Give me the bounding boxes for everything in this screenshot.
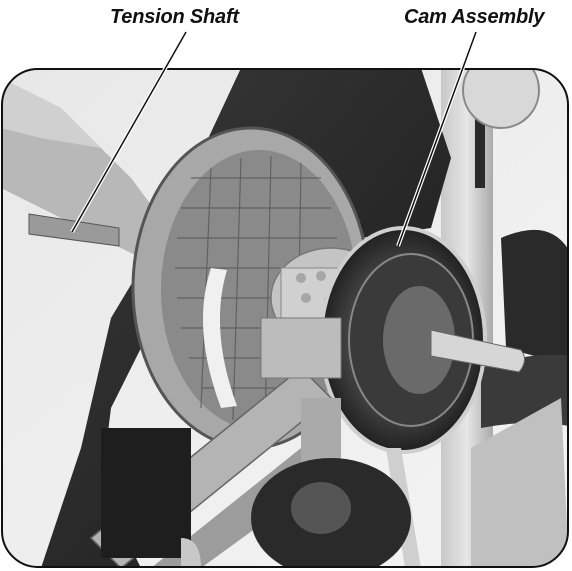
cam-assembly-label: Cam Assembly <box>404 6 545 28</box>
housing <box>41 69 451 567</box>
machine-photo <box>1 68 569 568</box>
tension-shaft-label: Tension Shaft <box>110 6 239 28</box>
